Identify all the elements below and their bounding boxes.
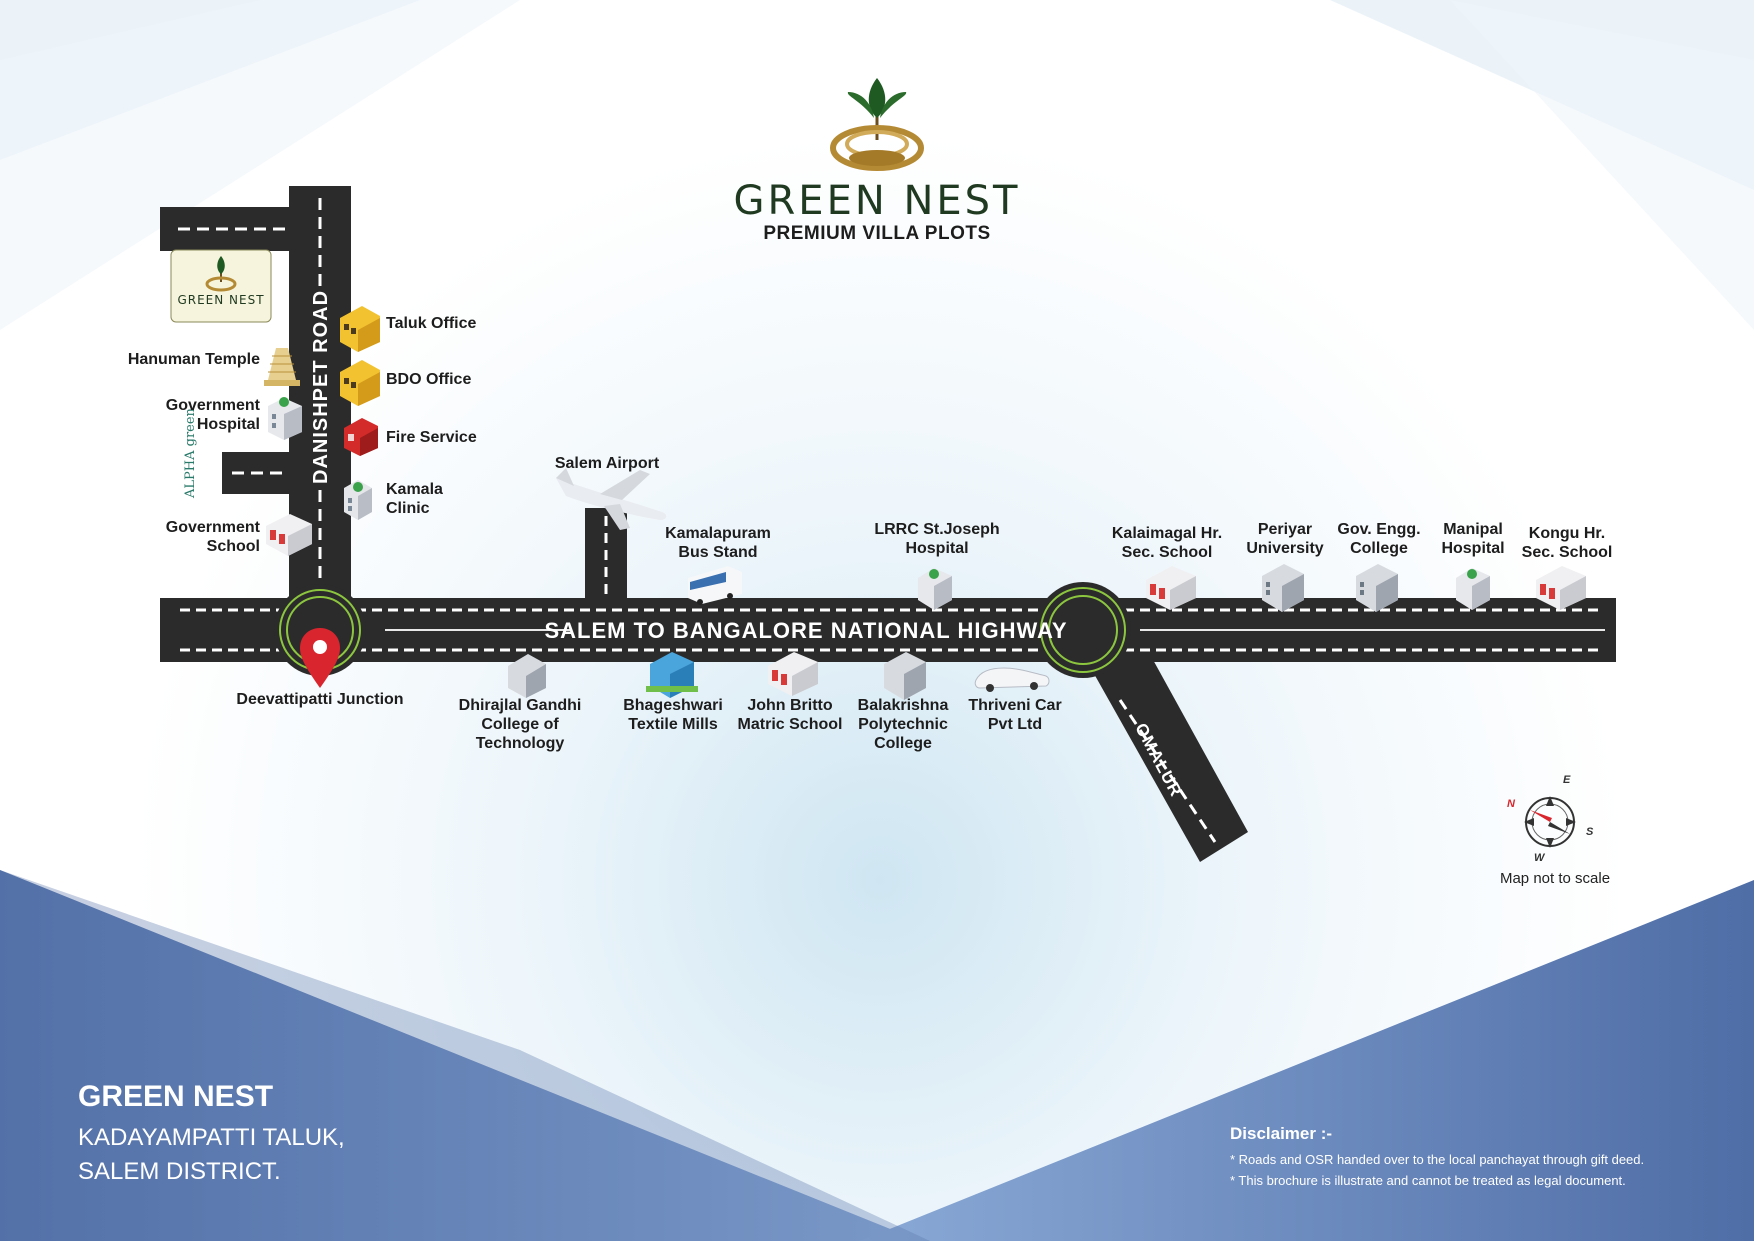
logo-nest-base xyxy=(849,150,905,166)
logo-leaf-right xyxy=(880,92,907,118)
danishpet-road-label: DANISHPET ROAD xyxy=(310,289,332,484)
badge-bg xyxy=(170,249,272,323)
compass-w: W xyxy=(1534,852,1545,864)
label-manipal-hospital: Manipal Hospital xyxy=(1441,521,1505,557)
label-kamala-clinic: Kamala Clinic xyxy=(386,481,443,517)
label-gov-engg-college: Gov. Engg. College xyxy=(1337,521,1421,557)
label-kalaimagal-school: Kalaimagal Hr. Sec. School xyxy=(1111,525,1223,561)
label-government-hospital: Government Hospital xyxy=(165,397,260,433)
green-nest-badge xyxy=(170,249,272,323)
brand-logo xyxy=(830,78,924,171)
bus-icon xyxy=(688,566,742,605)
omalur-ring-outer xyxy=(1040,587,1126,673)
textile-mills-icon xyxy=(646,652,698,698)
footer-right-panel xyxy=(860,880,1754,1241)
label-thriveni-car: Thriveni Car Pvt Ltd xyxy=(968,697,1062,733)
top-right-facet-2 xyxy=(1450,0,1754,330)
car-icon xyxy=(974,667,1050,692)
footer-line-2: SALEM DISTRICT. xyxy=(78,1158,281,1185)
airplane-icon xyxy=(556,468,667,530)
omalur-dash xyxy=(1118,699,1217,843)
icons xyxy=(264,306,1586,848)
compass-e: E xyxy=(1563,774,1571,786)
footer-title: GREEN NEST xyxy=(78,1080,274,1113)
compass-icon xyxy=(1524,796,1576,848)
omalur-ring-inner xyxy=(1048,595,1118,665)
highway-label: SALEM TO BANGALORE NATIONAL HIGHWAY xyxy=(544,618,1068,643)
label-lrrc-hospital: LRRC St.Joseph Hospital xyxy=(874,521,1000,557)
periyar-university-icon xyxy=(1262,564,1304,612)
top-left-facet-2 xyxy=(0,0,520,330)
footer-line-1: KADAYAMPATTI TALUK, xyxy=(78,1124,345,1151)
fire-service-icon xyxy=(344,418,378,456)
label-bhageshwari-mills: Bhageshwari Textile Mills xyxy=(623,697,723,733)
bdo-office-icon xyxy=(340,360,380,406)
disclaimer-title: Disclaimer :- xyxy=(1230,1124,1333,1143)
label-dhirajlal-college: Dhirajlal Gandhi College of Technology xyxy=(458,697,582,752)
footer-left-panel xyxy=(0,870,920,1241)
scale-note: Map not to scale xyxy=(1499,870,1611,887)
label-balakrishna-college: Balakrishna Polytechnic College xyxy=(857,697,949,752)
label-government-school: Government School xyxy=(165,519,260,555)
manipal-hospital-icon xyxy=(1456,568,1490,610)
badge-text: GREEN NEST xyxy=(177,293,265,307)
taluk-office-icon xyxy=(340,306,380,352)
kongu-school-icon xyxy=(1536,566,1586,610)
balakrishna-college-icon xyxy=(884,652,926,700)
badge-leaf xyxy=(217,256,225,274)
compass-s: S xyxy=(1586,826,1594,838)
omalur-road-shape xyxy=(1075,618,1248,862)
kamala-clinic-icon xyxy=(344,480,372,520)
temple-icon xyxy=(264,348,300,386)
label-fire-service: Fire Service xyxy=(386,429,477,446)
label-kongu-school: Kongu Hr. Sec. School xyxy=(1521,525,1613,561)
brand-subtitle: PREMIUM VILLA PLOTS xyxy=(763,223,991,244)
compass-n: N xyxy=(1507,798,1515,810)
disclaimer-line-2: * This brochure is illustrate and cannot… xyxy=(1230,1173,1626,1188)
label-hanuman-temple: Hanuman Temple xyxy=(127,351,260,368)
label-kamalapuram-bus-stand: Kamalapuram Bus Stand xyxy=(665,525,771,561)
kalaimagal-school-icon xyxy=(1146,566,1196,610)
footer-shade xyxy=(0,870,930,1241)
brand-title: GREEN NEST xyxy=(733,178,1021,224)
label-salem-airport: Salem Airport xyxy=(554,455,660,472)
john-britto-school-icon xyxy=(768,652,818,696)
location-pin-icon xyxy=(300,628,340,688)
logo-nest-outer xyxy=(830,125,924,171)
lrrc-hospital-icon xyxy=(918,568,952,610)
badge-nest xyxy=(205,276,237,292)
label-john-britto-school: John Britto Matric School xyxy=(737,697,843,733)
dhirajlal-college-icon xyxy=(508,654,546,698)
government-hospital-icon xyxy=(268,397,302,440)
government-school-icon xyxy=(266,514,312,556)
label-taluk-office: Taluk Office xyxy=(386,315,477,332)
logo-leaf-center xyxy=(868,78,886,118)
logo-leaf-left xyxy=(847,92,874,118)
label-periyar-university: Periyar University xyxy=(1246,521,1324,557)
label-bdo-office: BDO Office xyxy=(386,371,472,388)
gov-engg-college-icon xyxy=(1356,564,1398,612)
label-deevattipatti-junction: Deevattipatti Junction xyxy=(236,691,404,708)
disclaimer-line-1: * Roads and OSR handed over to the local… xyxy=(1230,1152,1645,1167)
